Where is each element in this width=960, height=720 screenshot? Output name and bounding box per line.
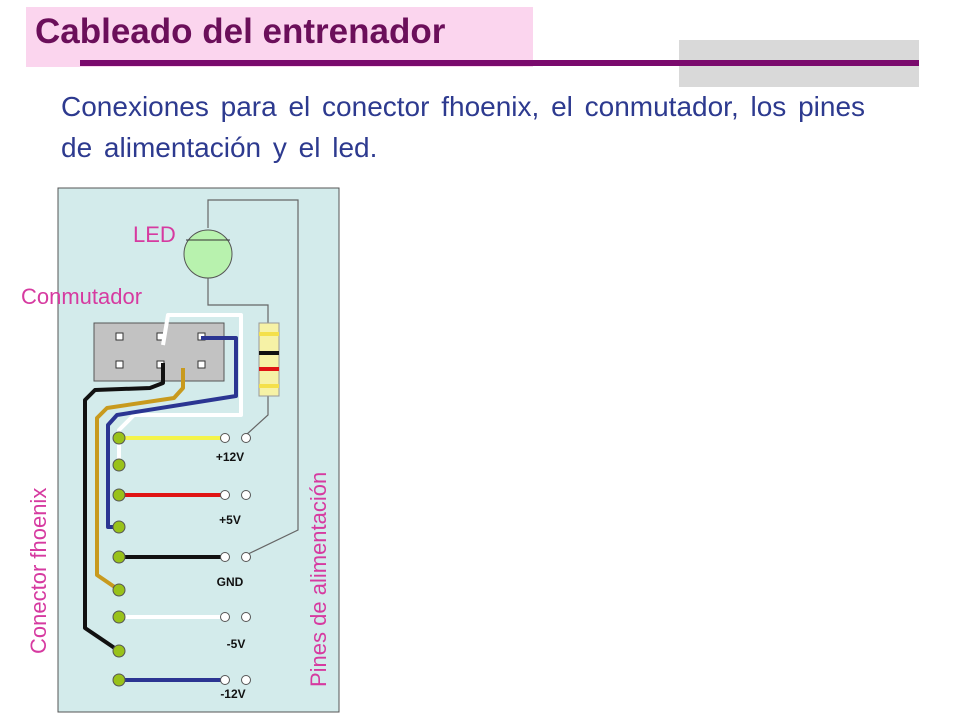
power-pin — [241, 612, 251, 622]
power-pin — [220, 433, 230, 443]
power-pins-label: Pines de alimentación — [306, 472, 331, 687]
voltage-label-gnd: GND — [217, 575, 244, 589]
led-return-line — [207, 199, 299, 556]
connector-pin — [112, 644, 126, 658]
resistor-icon — [258, 322, 280, 397]
connector-pin — [112, 583, 126, 597]
led-label: LED — [133, 222, 176, 247]
power-pin — [220, 490, 230, 500]
led-resistor-line — [207, 278, 269, 326]
title-background — [26, 7, 533, 67]
power-pin — [220, 675, 230, 685]
white-switch-wire — [117, 313, 243, 465]
connector-pin — [112, 488, 126, 502]
connector-pin — [112, 673, 126, 687]
connector-pins — [112, 431, 126, 687]
voltage-label-5v: +5V — [219, 513, 241, 527]
slide-subtitle: Conexiones para el conector fhoenix, el … — [61, 91, 866, 163]
black-switch-wire — [83, 363, 165, 653]
voltage-label-neg5v: -5V — [227, 637, 246, 651]
power-pin — [220, 552, 230, 562]
connector-label: Conector fhoenix — [26, 488, 51, 654]
power-pin — [220, 612, 230, 622]
blue-switch-wire — [106, 336, 238, 529]
connector-pin — [112, 431, 126, 445]
slide-title: Cableado del entrenador — [35, 12, 446, 51]
tan-switch-wire — [95, 368, 185, 592]
switch-label: Conmutador — [21, 284, 142, 309]
title-underline — [80, 60, 919, 66]
voltage-label-neg12v: -12V — [220, 687, 245, 701]
power-pin — [241, 490, 251, 500]
connector-pin — [112, 550, 126, 564]
led-icon — [183, 229, 233, 279]
power-pin — [241, 675, 251, 685]
connector-pin — [112, 610, 126, 624]
power-pin — [241, 552, 251, 562]
voltage-label-12v: +12V — [216, 450, 244, 464]
switch-body — [93, 322, 225, 382]
connector-pin — [112, 520, 126, 534]
resistor-pin-line — [245, 394, 269, 436]
power-pin — [241, 433, 251, 443]
power-pins — [220, 433, 251, 685]
connector-pin — [112, 458, 126, 472]
